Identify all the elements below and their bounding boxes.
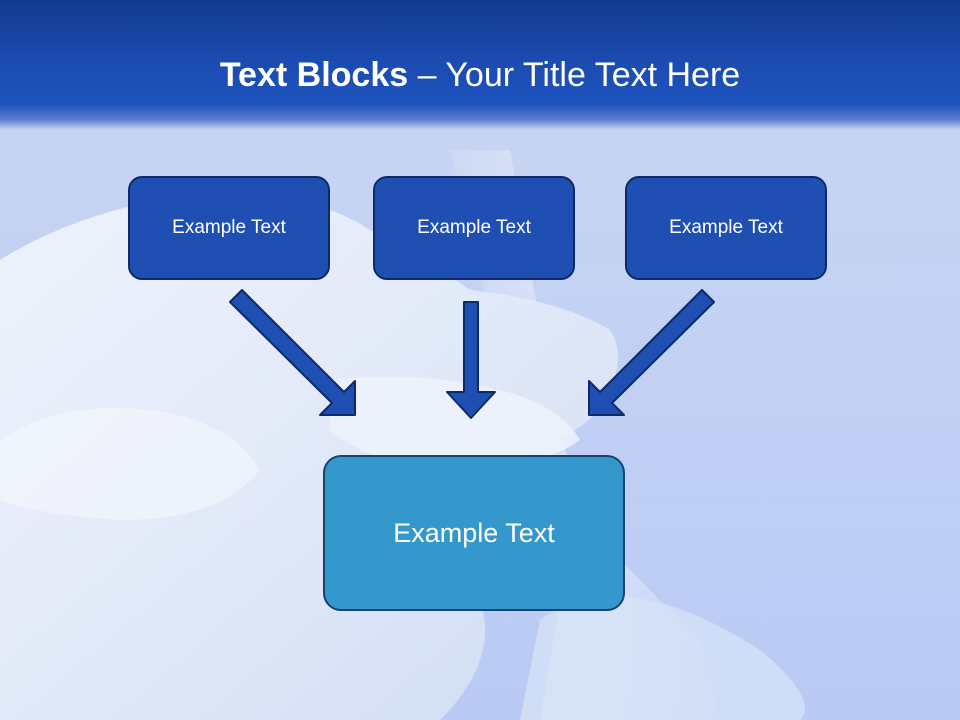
glove-finger — [0, 408, 260, 520]
title-rest: Your Title Text Here — [445, 56, 741, 94]
text-block-3[interactable]: Example Text — [625, 176, 827, 280]
flask-bulb — [520, 596, 805, 720]
text-block-main[interactable]: Example Text — [323, 455, 625, 611]
text-block-1[interactable]: Example Text — [128, 176, 330, 280]
arrow-center-icon — [446, 301, 496, 419]
arrow-left-icon — [229, 289, 356, 416]
arrow-right-icon — [588, 289, 715, 416]
title-bold: Text Blocks — [219, 56, 409, 94]
flask-neck — [450, 150, 720, 720]
glove-thumb — [330, 376, 580, 470]
title-dash: – — [417, 56, 437, 94]
page-title: Text Blocks – Your Title Text Here — [0, 52, 960, 98]
header-bar — [0, 0, 960, 130]
text-block-2[interactable]: Example Text — [373, 176, 575, 280]
